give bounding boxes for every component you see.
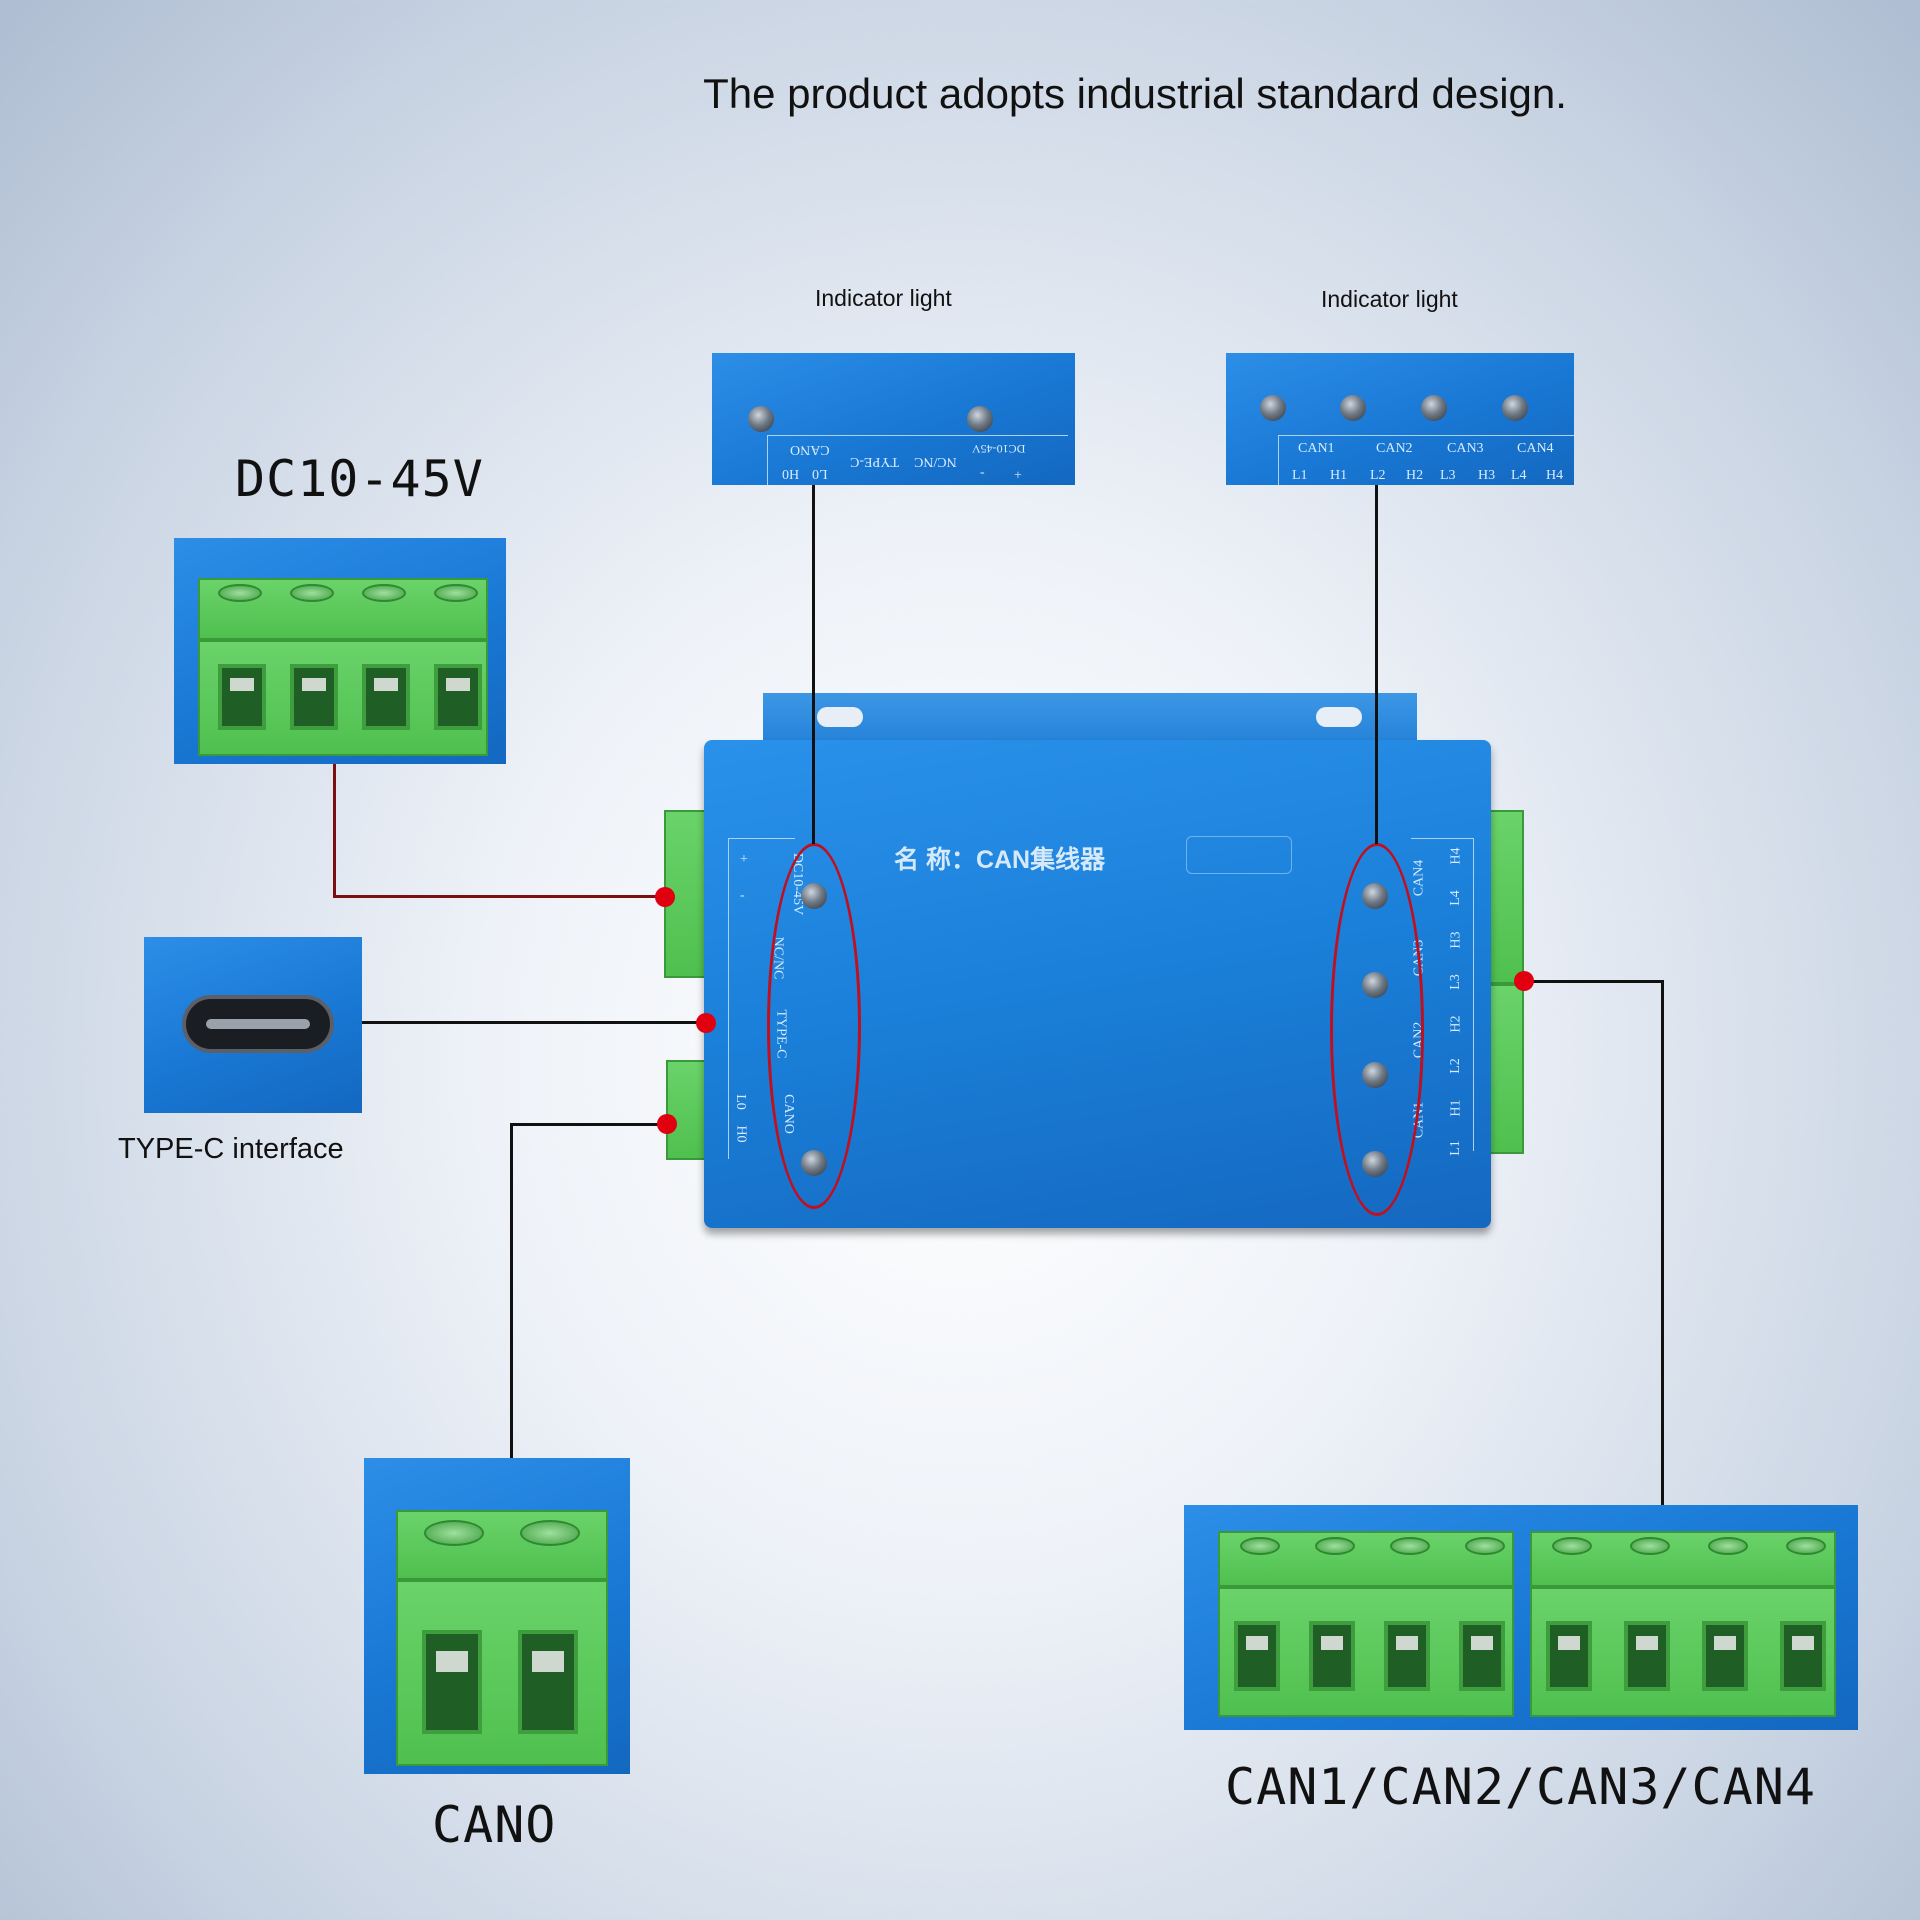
device-name-label: 名 称：CAN集线器 bbox=[894, 846, 1106, 874]
callout-wire-can0 bbox=[510, 1123, 513, 1458]
usb-c-port-icon bbox=[182, 995, 334, 1053]
left-silk-panel bbox=[728, 838, 795, 1159]
silk-l2: L2 bbox=[1370, 468, 1386, 483]
device-silk-l3: L3 bbox=[1447, 974, 1463, 990]
terminal-block-front bbox=[198, 640, 488, 756]
terminal-block-top bbox=[1218, 1531, 1514, 1587]
silk-minus: - bbox=[980, 466, 985, 481]
callout-wire-can0 bbox=[510, 1123, 658, 1126]
can-group-label: CAN1/CAN2/CAN3/CAN4 bbox=[1225, 1758, 1816, 1816]
callout-wire-indicator-left bbox=[812, 485, 815, 844]
silk-l4: L4 bbox=[1511, 468, 1527, 483]
callout-dot-typec bbox=[696, 1013, 716, 1033]
highlight-oval-right bbox=[1330, 843, 1424, 1216]
callout-wire-dc bbox=[333, 764, 336, 897]
silk-typec: TYPE-C bbox=[850, 454, 899, 469]
device-can-terminal-lower bbox=[1488, 984, 1524, 1154]
callout-wire-typec bbox=[362, 1021, 706, 1024]
device-can0-terminal bbox=[666, 1060, 708, 1160]
silk-l1: L1 bbox=[1292, 468, 1308, 483]
device-can-terminal-upper bbox=[1488, 810, 1524, 984]
typec-closeup bbox=[144, 937, 362, 1113]
terminal-block-front bbox=[396, 1580, 608, 1766]
typec-label: TYPE-C interface bbox=[118, 1133, 344, 1165]
silk-l3: L3 bbox=[1440, 468, 1456, 483]
device-silk-h3: H3 bbox=[1448, 931, 1464, 949]
device-silk-l1: L1 bbox=[1447, 1140, 1463, 1156]
device-silk-h1: H1 bbox=[1448, 1099, 1464, 1117]
silk-h4: H4 bbox=[1546, 468, 1564, 483]
can1-4-terminal-closeup bbox=[1184, 1505, 1858, 1730]
right-silk-panel bbox=[1411, 838, 1474, 1151]
indicator-led bbox=[1502, 395, 1528, 421]
terminal-block-top bbox=[1530, 1531, 1836, 1587]
dc-voltage-label: DC10-45V bbox=[235, 450, 484, 508]
silk-can0: CANO bbox=[790, 442, 830, 457]
silk-plus: + bbox=[1014, 466, 1022, 481]
indicator-led bbox=[967, 406, 993, 432]
indicator-closeup-right: CAN1 CAN2 CAN3 CAN4 L1 H1 L2 H2 L3 H3 L4… bbox=[1226, 353, 1574, 485]
callout-wire-indicator-right bbox=[1375, 485, 1378, 844]
silk-h0: H0 bbox=[782, 466, 800, 481]
can0-label: CANO bbox=[432, 1796, 557, 1854]
terminal-block-top bbox=[396, 1510, 608, 1580]
callout-dot-dc bbox=[655, 887, 675, 907]
label-window bbox=[1186, 836, 1292, 874]
silk-can4: CAN4 bbox=[1517, 441, 1554, 456]
silk-can3: CAN3 bbox=[1447, 441, 1484, 456]
indicator-led bbox=[748, 406, 774, 432]
device-silk-minus: - bbox=[740, 888, 745, 903]
indicator-led bbox=[1421, 395, 1447, 421]
callout-wire-can1-4 bbox=[1661, 980, 1664, 1505]
device-silk-h0: H0 bbox=[733, 1125, 749, 1143]
device-silk-can4: CAN4 bbox=[1411, 859, 1427, 897]
silk-ncnc: NC/NC bbox=[914, 454, 957, 469]
indicator-light-right-label: Indicator light bbox=[1321, 286, 1458, 312]
highlight-oval-left bbox=[767, 843, 861, 1209]
device-silk-h4: H4 bbox=[1448, 847, 1464, 865]
device-silk-l0: L0 bbox=[732, 1094, 748, 1110]
callout-wire-dc bbox=[333, 895, 664, 898]
device-silk-plus: + bbox=[740, 852, 748, 867]
indicator-light-left-label: Indicator light bbox=[815, 285, 952, 311]
callout-dot-can1-4 bbox=[1514, 971, 1534, 991]
silk-dc: DC10-45V bbox=[972, 442, 1026, 456]
silk-can2: CAN2 bbox=[1376, 441, 1413, 456]
indicator-led bbox=[1260, 395, 1286, 421]
terminal-block-top bbox=[198, 578, 488, 640]
silkscreen-grid bbox=[1278, 435, 1574, 485]
callout-dot-can0 bbox=[657, 1114, 677, 1134]
device-silk-l2: L2 bbox=[1447, 1058, 1463, 1074]
device-silk-l4: L4 bbox=[1447, 890, 1463, 906]
indicator-closeup-left: CANO H0 L0 TYPE-C NC/NC DC10-45V - + bbox=[712, 353, 1075, 485]
callout-wire-can1-4 bbox=[1527, 980, 1664, 983]
silk-can1: CAN1 bbox=[1298, 441, 1335, 456]
device-silk-h2: H2 bbox=[1448, 1015, 1464, 1033]
mounting-slot bbox=[1316, 707, 1362, 727]
headline: The product adopts industrial standard d… bbox=[703, 70, 1567, 117]
mounting-slot bbox=[817, 707, 863, 727]
silk-h1: H1 bbox=[1330, 468, 1348, 483]
terminal-block-front bbox=[1530, 1587, 1836, 1717]
dc-terminal-closeup bbox=[174, 538, 506, 764]
can0-terminal-closeup bbox=[364, 1458, 630, 1774]
terminal-block-front bbox=[1218, 1587, 1514, 1717]
silk-h2: H2 bbox=[1406, 468, 1424, 483]
silkscreen-grid bbox=[767, 435, 1068, 485]
silk-l0: L0 bbox=[812, 466, 828, 481]
indicator-led bbox=[1340, 395, 1366, 421]
silk-h3: H3 bbox=[1478, 468, 1496, 483]
